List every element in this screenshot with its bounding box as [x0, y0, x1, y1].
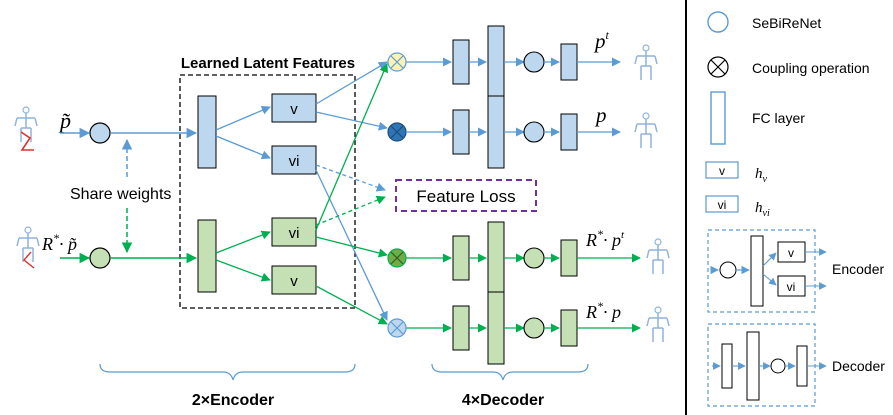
latent-v-top-label: v	[290, 101, 298, 118]
input-bottom-label: R*· p̃	[41, 231, 77, 254]
latent-v-bottom	[271, 265, 317, 295]
latent-features-title: Learned Latent Features	[181, 55, 355, 72]
latent-v-bottom-label: v	[290, 273, 298, 290]
legend-decoder-diagram	[707, 323, 827, 407]
share-weights-label: Share weights	[70, 186, 171, 203]
coupling-op-2	[387, 122, 407, 142]
decoder-brace	[431, 363, 589, 381]
legend-coupling-icon	[707, 56, 729, 78]
skeleton-input-bottom-icon	[16, 226, 40, 269]
legend-coupling-label: Coupling operation	[752, 60, 870, 76]
legend-hv-label: hv	[755, 166, 768, 185]
decoder-count-label: 4×Decoder	[462, 392, 544, 409]
legend-encoder-label: Encoder	[832, 261, 884, 277]
encoder-count-label: 2×Encoder	[192, 392, 274, 409]
output-4-label: R*· p	[585, 299, 621, 322]
input-top-label: p̃	[58, 108, 71, 133]
latent-v-top	[271, 93, 317, 123]
feature-loss-box	[395, 179, 537, 212]
latent-vi-top	[271, 145, 317, 175]
skeleton-output-3-icon	[646, 238, 670, 275]
legend-hvi-box-text: vi	[718, 198, 727, 212]
sebirenet-top	[89, 122, 111, 144]
skeleton-output-2-icon	[634, 112, 658, 149]
encoder-group-box	[179, 74, 356, 309]
output-1-label: pt	[593, 28, 610, 53]
legend-decoder-label: Decoder	[832, 358, 885, 374]
coupling-op-4	[387, 318, 407, 338]
coupling-op-3	[387, 248, 407, 268]
legend-hv-box-text: v	[719, 164, 725, 178]
legend-fc-icon	[710, 91, 726, 145]
sebirenet-bottom	[89, 247, 111, 269]
encoder-brace	[99, 363, 356, 381]
output-3-label: R*· pt	[585, 227, 625, 250]
output-2-label: p	[594, 103, 607, 127]
latent-vi-bottom-label: vi	[289, 225, 300, 242]
coupling-op-1	[387, 52, 407, 72]
skeleton-output-4-icon	[646, 306, 670, 343]
decoder-row-3	[406, 221, 641, 295]
legend-sebirenet-icon	[707, 11, 729, 33]
legend-encoder-v-text: v	[788, 246, 794, 260]
decoder-row-1	[406, 25, 621, 99]
legend-sebirenet-label: SeBiReNet	[752, 15, 821, 31]
feature-loss-label: Feature Loss	[416, 187, 515, 206]
latent-vi-top-label: vi	[289, 153, 300, 170]
legend-encoder-diagram: v vi	[707, 229, 827, 313]
encoder-fc-top	[197, 95, 217, 169]
legend-hv-icon	[705, 161, 739, 179]
skeleton-output-1-icon	[634, 44, 658, 81]
latent-vi-bottom	[271, 217, 317, 247]
legend-hvi-icon	[705, 195, 739, 213]
encoder-fc-bottom	[197, 219, 217, 293]
skeleton-input-top-icon	[14, 106, 38, 151]
legend-hvi-label: hvi	[755, 200, 770, 219]
legend-fc-label: FC layer	[752, 110, 805, 126]
decoder-row-4	[406, 291, 641, 365]
decoder-row-2	[406, 95, 621, 169]
legend-encoder-vi-text: vi	[787, 280, 796, 294]
